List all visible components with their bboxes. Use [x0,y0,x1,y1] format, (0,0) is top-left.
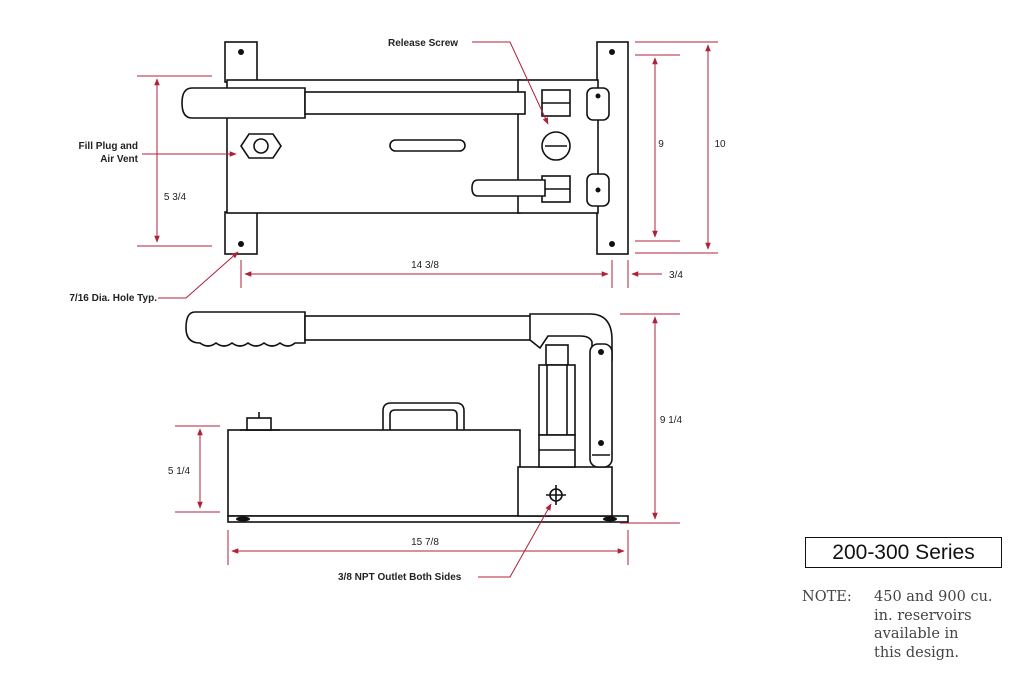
leader-release-screw [472,41,549,125]
fill-plug-side [246,417,272,431]
note-line: 450 and 900 cu. [874,589,993,605]
note-text: 450 and 900 cu. in. reservoirs available… [874,588,1014,662]
dim-label-9: 9 [658,139,664,150]
mounting-hole [238,241,244,247]
handle-grip-side [185,311,306,347]
pump-block-side [517,466,613,517]
handle-elbow [529,313,613,361]
mounting-hole [238,49,244,55]
top-right-mount-bar [596,41,629,255]
mounting-hole [609,241,615,247]
top-left-foot-upper [224,41,258,83]
dim-label-5-1-4: 5 1/4 [168,466,191,477]
note-line: this design. [874,644,960,661]
top-view-dimensions [137,41,718,299]
outlet-label: 3/8 NPT Outlet Both Sides [338,572,462,583]
leader-hole [158,251,239,299]
dim-label-5-3-4: 5 3/4 [164,192,187,203]
linkage-upper [586,87,610,121]
fill-plug-label-line2: Air Vent [100,154,138,165]
side-view [185,311,629,523]
link-arm [589,343,613,468]
reservoir-side [227,429,521,517]
side-view-dimensions [175,313,680,578]
handle-bar-top [304,91,526,115]
leader-outlet [478,503,552,578]
dim-label-14-3-8: 14 3/8 [411,260,439,271]
cylinder-upper [538,364,576,436]
note-line: available in [874,626,959,642]
dim-label-3-4: 3/4 [669,270,683,281]
labels: Release Screw Fill Plug and Air Vent 7/1… [69,38,726,583]
dim-label-10: 10 [714,139,726,150]
reservoir-slot [389,139,466,152]
dim-label-9-1-4: 9 1/4 [660,415,683,426]
handle-grip-top [181,87,306,119]
cylinder-lower [538,434,576,468]
lever-stub-top [471,179,546,197]
fill-plug [240,133,282,159]
cylinder-cap [545,344,569,366]
top-view [181,41,629,255]
series-title: 200-300 Series [805,537,1002,568]
release-screw-label: Release Screw [388,38,458,49]
carry-handle [382,402,465,430]
mounting-hole [609,49,615,55]
note-line: in. reservoirs [874,607,972,624]
fill-plug-label-line1: Fill Plug and [79,141,138,152]
handle-bar-side [304,315,534,341]
dim-label-15-7-8: 15 7/8 [411,537,439,548]
hole-label: 7/16 Dia. Hole Typ. [69,293,157,304]
note-label: NOTE: [802,589,852,605]
top-left-foot-lower [224,211,258,255]
base-plate [227,515,629,523]
fill-plug-vent [253,138,269,154]
